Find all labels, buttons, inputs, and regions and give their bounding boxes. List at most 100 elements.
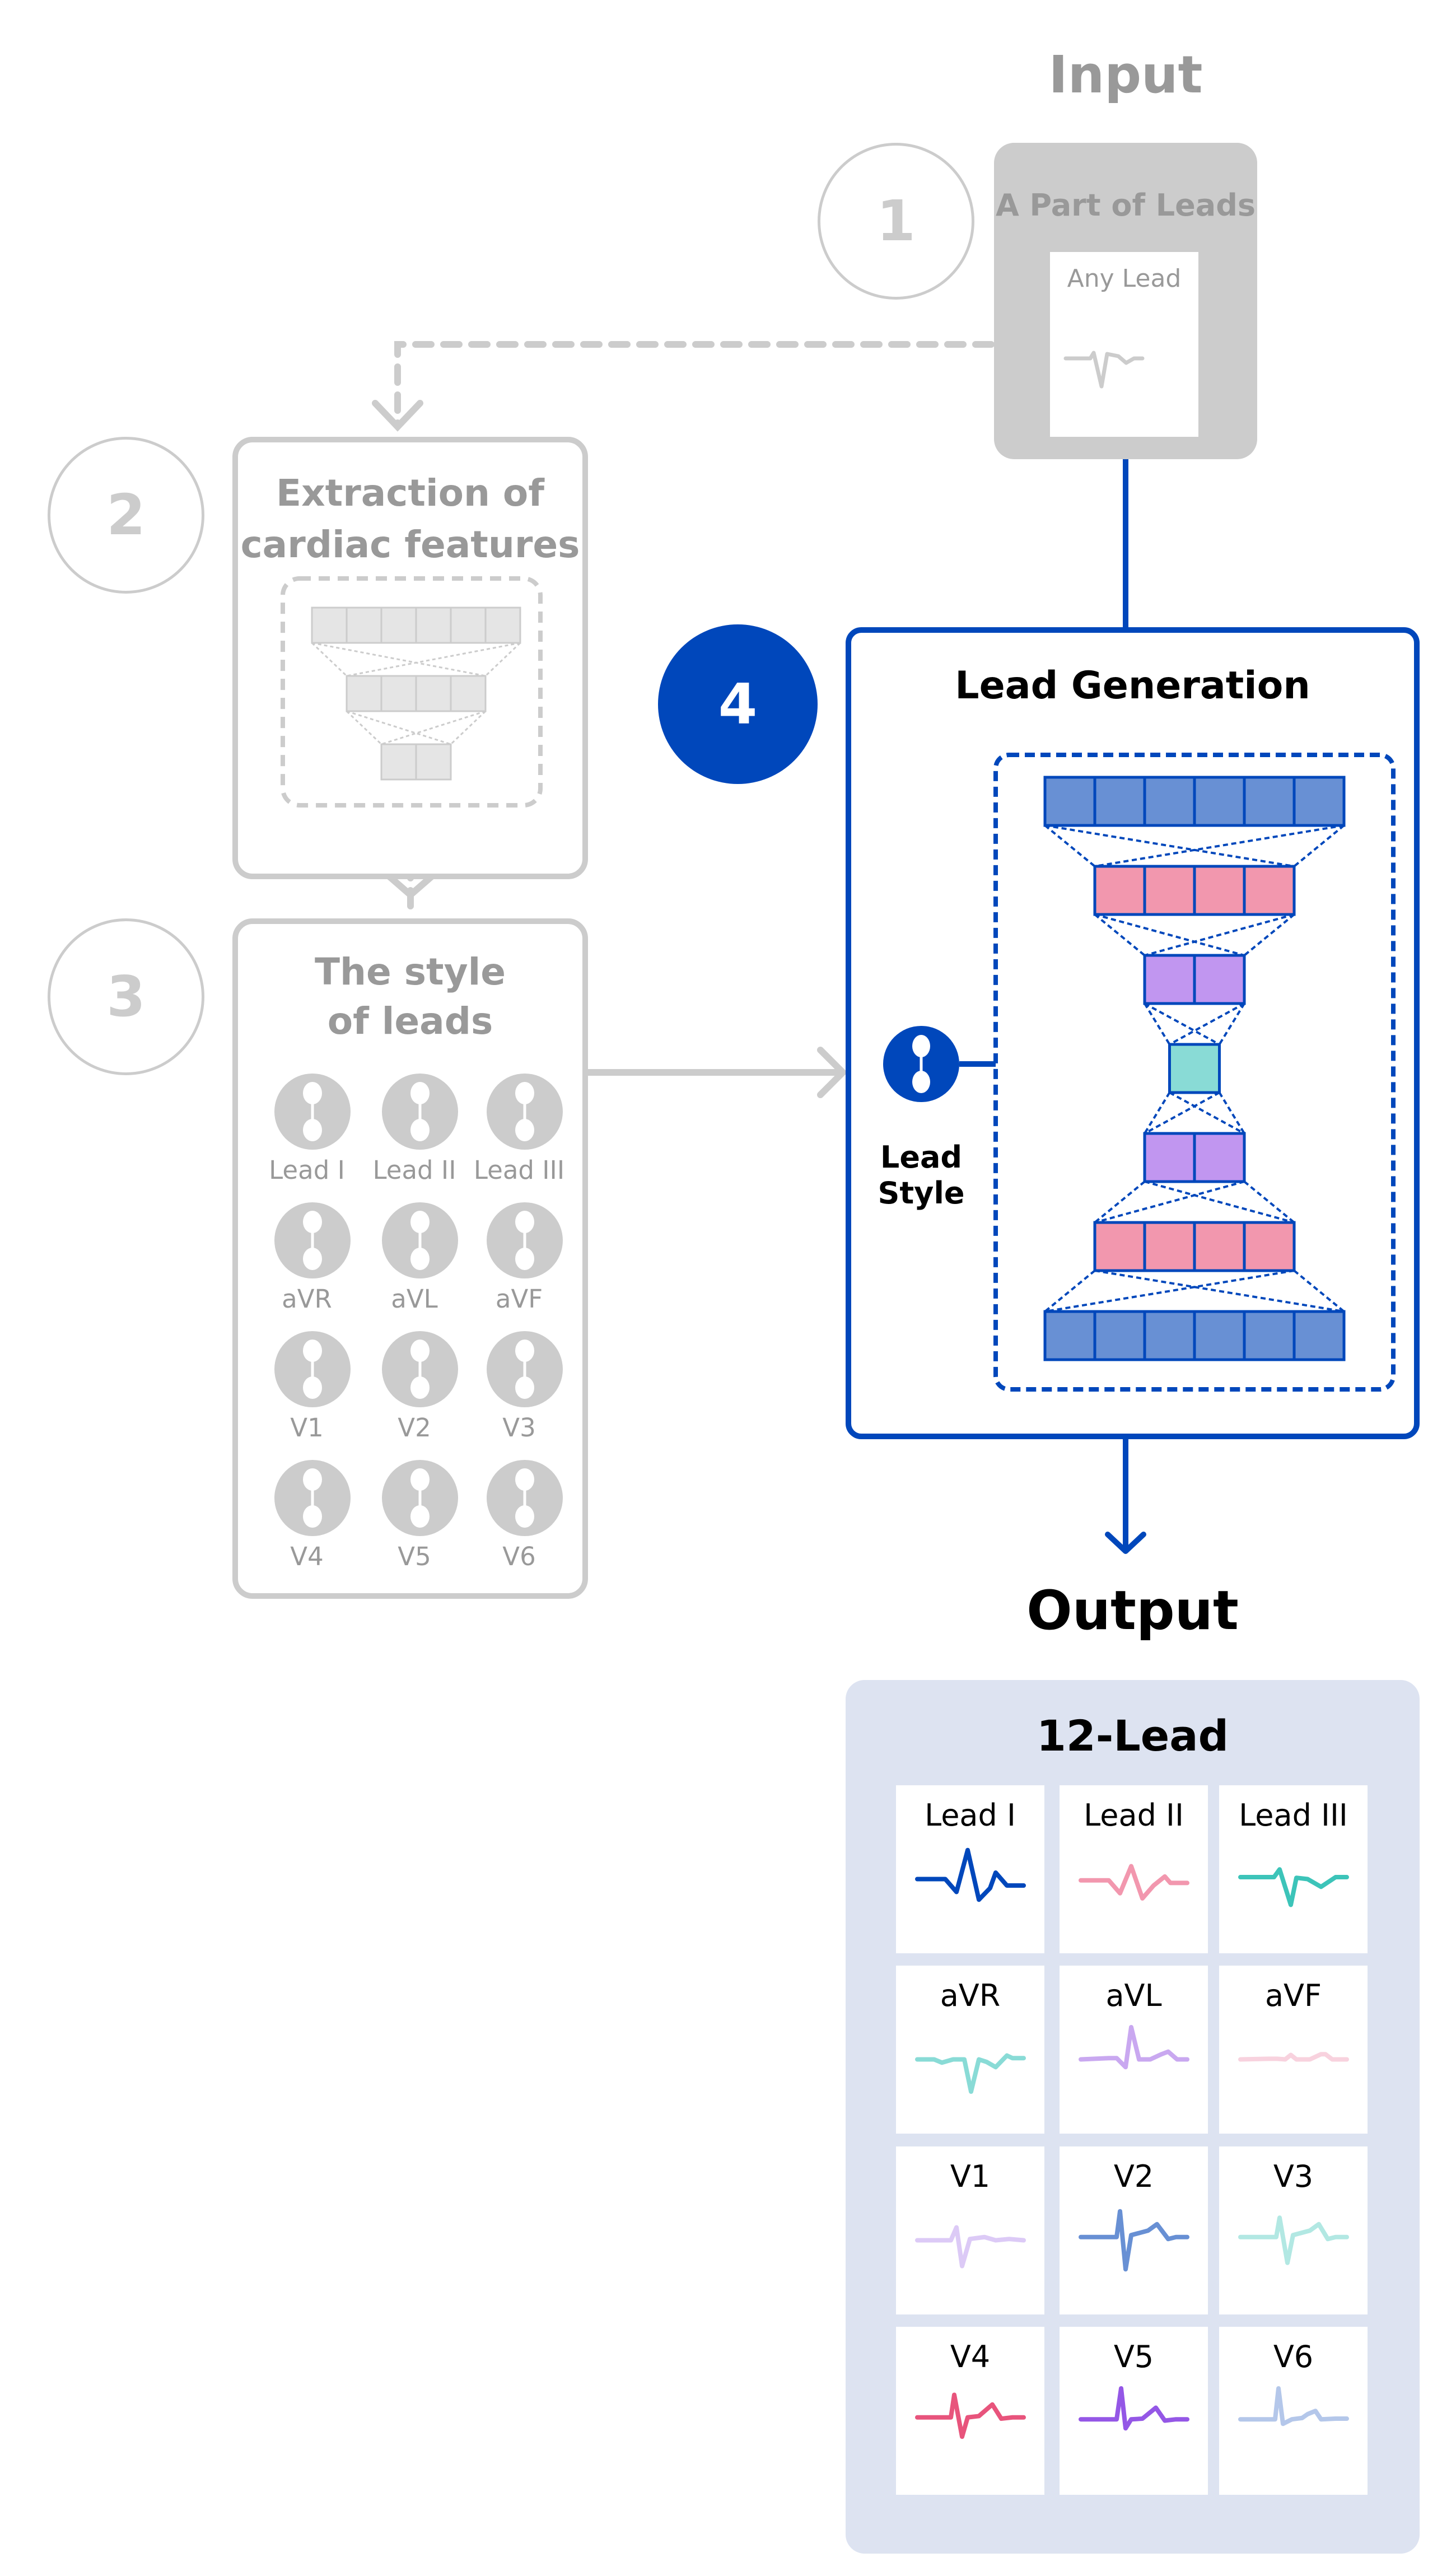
lead-style-icon	[274, 1202, 351, 1278]
autoencoder-layer-6-cell-4	[1243, 1310, 1296, 1361]
style-lead-item: Lead III	[469, 1072, 570, 1185]
autoencoder-layer-6-cell-2	[1143, 1310, 1196, 1361]
style-lead-item: aVL	[364, 1201, 465, 1314]
ecg-trace	[1238, 2052, 1349, 2062]
ecg-lead-cell: aVF	[1219, 1966, 1368, 2134]
encoder-layer-2-cell-0	[380, 743, 417, 781]
style-lead-item: V2	[364, 1330, 465, 1443]
ecg-lead-label: aVL	[1105, 1978, 1162, 2013]
ecg-lead-cell: V6	[1219, 2327, 1368, 2495]
autoencoder-layer-5-cell-1	[1143, 1221, 1196, 1272]
encoder-layer-0-cell-4	[450, 606, 487, 644]
encoder-layer-0-cell-1	[346, 606, 382, 644]
extraction-box: Extraction of cardiac features	[232, 437, 588, 879]
autoencoder-connection-0-1	[1293, 824, 1345, 867]
ecg-lead-label: Lead I	[925, 1798, 1016, 1833]
encoder-connection-1-0	[346, 710, 382, 745]
lead-style-icon	[487, 1331, 563, 1407]
autoencoder-connection-3-3	[1144, 1091, 1220, 1135]
autoencoder-connection-0-3	[1094, 824, 1345, 867]
lead-style-icon	[382, 1460, 458, 1536]
ecg-waveform	[1238, 2386, 1349, 2426]
encoder-dashed-frame	[281, 576, 543, 808]
style-lead-label: V5	[398, 1542, 431, 1571]
arrowhead-to-extraction	[372, 400, 423, 432]
autoencoder-connection-3-2	[1169, 1091, 1245, 1135]
style-lead-label: V3	[502, 1413, 536, 1443]
autoencoder-dashed-frame	[993, 753, 1396, 1392]
style-lead-item: V1	[256, 1330, 357, 1443]
ecg-waveform	[915, 2053, 1026, 2094]
step-4-badge: 4	[658, 624, 818, 784]
input-title: Input	[1048, 45, 1203, 105]
lead-generation-box: Lead Generation Lead Style	[846, 627, 1420, 1439]
style-lead-label: Lead I	[269, 1155, 345, 1185]
encoder-connection-1-3	[381, 710, 486, 745]
ecg-trace	[1238, 2386, 1349, 2426]
style-lead-label: V1	[290, 1413, 324, 1443]
autoencoder-layer-6-cell-5	[1292, 1310, 1346, 1361]
autoencoder-layer-6-cell-3	[1193, 1310, 1246, 1361]
style-lead-item: Lead II	[364, 1072, 465, 1185]
ecg-waveform	[1079, 2386, 1189, 2431]
ecg-lead-cell: aVL	[1060, 1966, 1208, 2134]
autoencoder-layer-6-cell-1	[1093, 1310, 1146, 1361]
autoencoder-connection-0-2	[1044, 824, 1295, 867]
ecg-lead-label: V5	[1113, 2339, 1154, 2374]
style-box: The style of leads Lead I Lead II Lead I…	[232, 918, 588, 1599]
autoencoder-layer-1-cell-0	[1093, 865, 1146, 916]
ecg-trace	[915, 2225, 1026, 2269]
autoencoder-layer-1-cell-1	[1143, 865, 1196, 916]
ecg-waveform	[1238, 2052, 1349, 2062]
arrowhead-to-generation	[817, 1047, 848, 1098]
autoencoder-connection-5-0	[1044, 1270, 1096, 1313]
autoencoder-layer-4-cell-0	[1143, 1132, 1196, 1183]
ecg-lead-label: V4	[950, 2339, 991, 2374]
encoder-connection-1-1	[450, 710, 487, 745]
style-lead-label: Lead II	[372, 1155, 456, 1185]
autoencoder-layer-0-cell-0	[1043, 776, 1096, 827]
style-title-line1: The style	[315, 950, 506, 993]
encoder-connection-0-0	[311, 642, 348, 677]
lead-generation-title: Lead Generation	[955, 664, 1310, 708]
ecg-waveform	[1079, 2025, 1189, 2070]
extraction-title-line2: cardiac features	[240, 523, 580, 566]
ecg-lead-cell: V5	[1060, 2327, 1208, 2495]
step-1-badge: 1	[818, 143, 974, 300]
ecg-lead-cell: V2	[1060, 2146, 1208, 2314]
ecg-waveform	[915, 2225, 1026, 2269]
lead-style-label: Lead Style	[874, 1140, 969, 1211]
ecg-waveform	[1238, 1867, 1349, 1907]
style-lead-item: aVR	[256, 1201, 357, 1314]
ecg-trace	[915, 2053, 1026, 2094]
style-lead-item: V6	[469, 1459, 570, 1571]
autoencoder-connection-0-0	[1044, 824, 1096, 867]
ecg-trace	[1238, 1867, 1349, 1907]
autoencoder-connection-4-3	[1094, 1180, 1245, 1224]
encoder-layer-2-cell-1	[415, 743, 452, 781]
autoencoder-layer-2-cell-0	[1143, 954, 1196, 1005]
ecg-lead-cell: V3	[1219, 2146, 1368, 2314]
ecg-waveform	[1079, 2209, 1189, 2272]
style-lead-label: V4	[290, 1542, 324, 1571]
encoder-layer-1-cell-3	[450, 675, 487, 712]
autoencoder-layer-1-cell-3	[1243, 865, 1296, 916]
any-lead-card: Any Lead	[1050, 252, 1198, 437]
encoder-layer-0-cell-3	[415, 606, 452, 644]
style-lead-item: V4	[256, 1459, 357, 1571]
autoencoder-layer-0-cell-5	[1292, 776, 1346, 827]
autoencoder-connection-5-1	[1293, 1270, 1345, 1313]
ecg-waveform	[1238, 2215, 1349, 2265]
ecg-lead-cell: aVR	[896, 1966, 1044, 2134]
encoder-layer-1-cell-0	[346, 675, 382, 712]
lead-style-icon	[487, 1074, 563, 1150]
style-title-line2: of leads	[327, 1000, 493, 1043]
lead-style-icon	[274, 1074, 351, 1150]
autoencoder-diagram	[883, 753, 1396, 1392]
ecg-lead-cell: Lead II	[1060, 1785, 1208, 1953]
style-lead-label: aVF	[495, 1284, 543, 1314]
autoencoder-connection-1-2	[1094, 913, 1245, 956]
style-lead-item: aVF	[469, 1201, 570, 1314]
ecg-trace	[915, 1847, 1026, 1902]
autoencoder-connection-4-1	[1243, 1180, 1295, 1224]
